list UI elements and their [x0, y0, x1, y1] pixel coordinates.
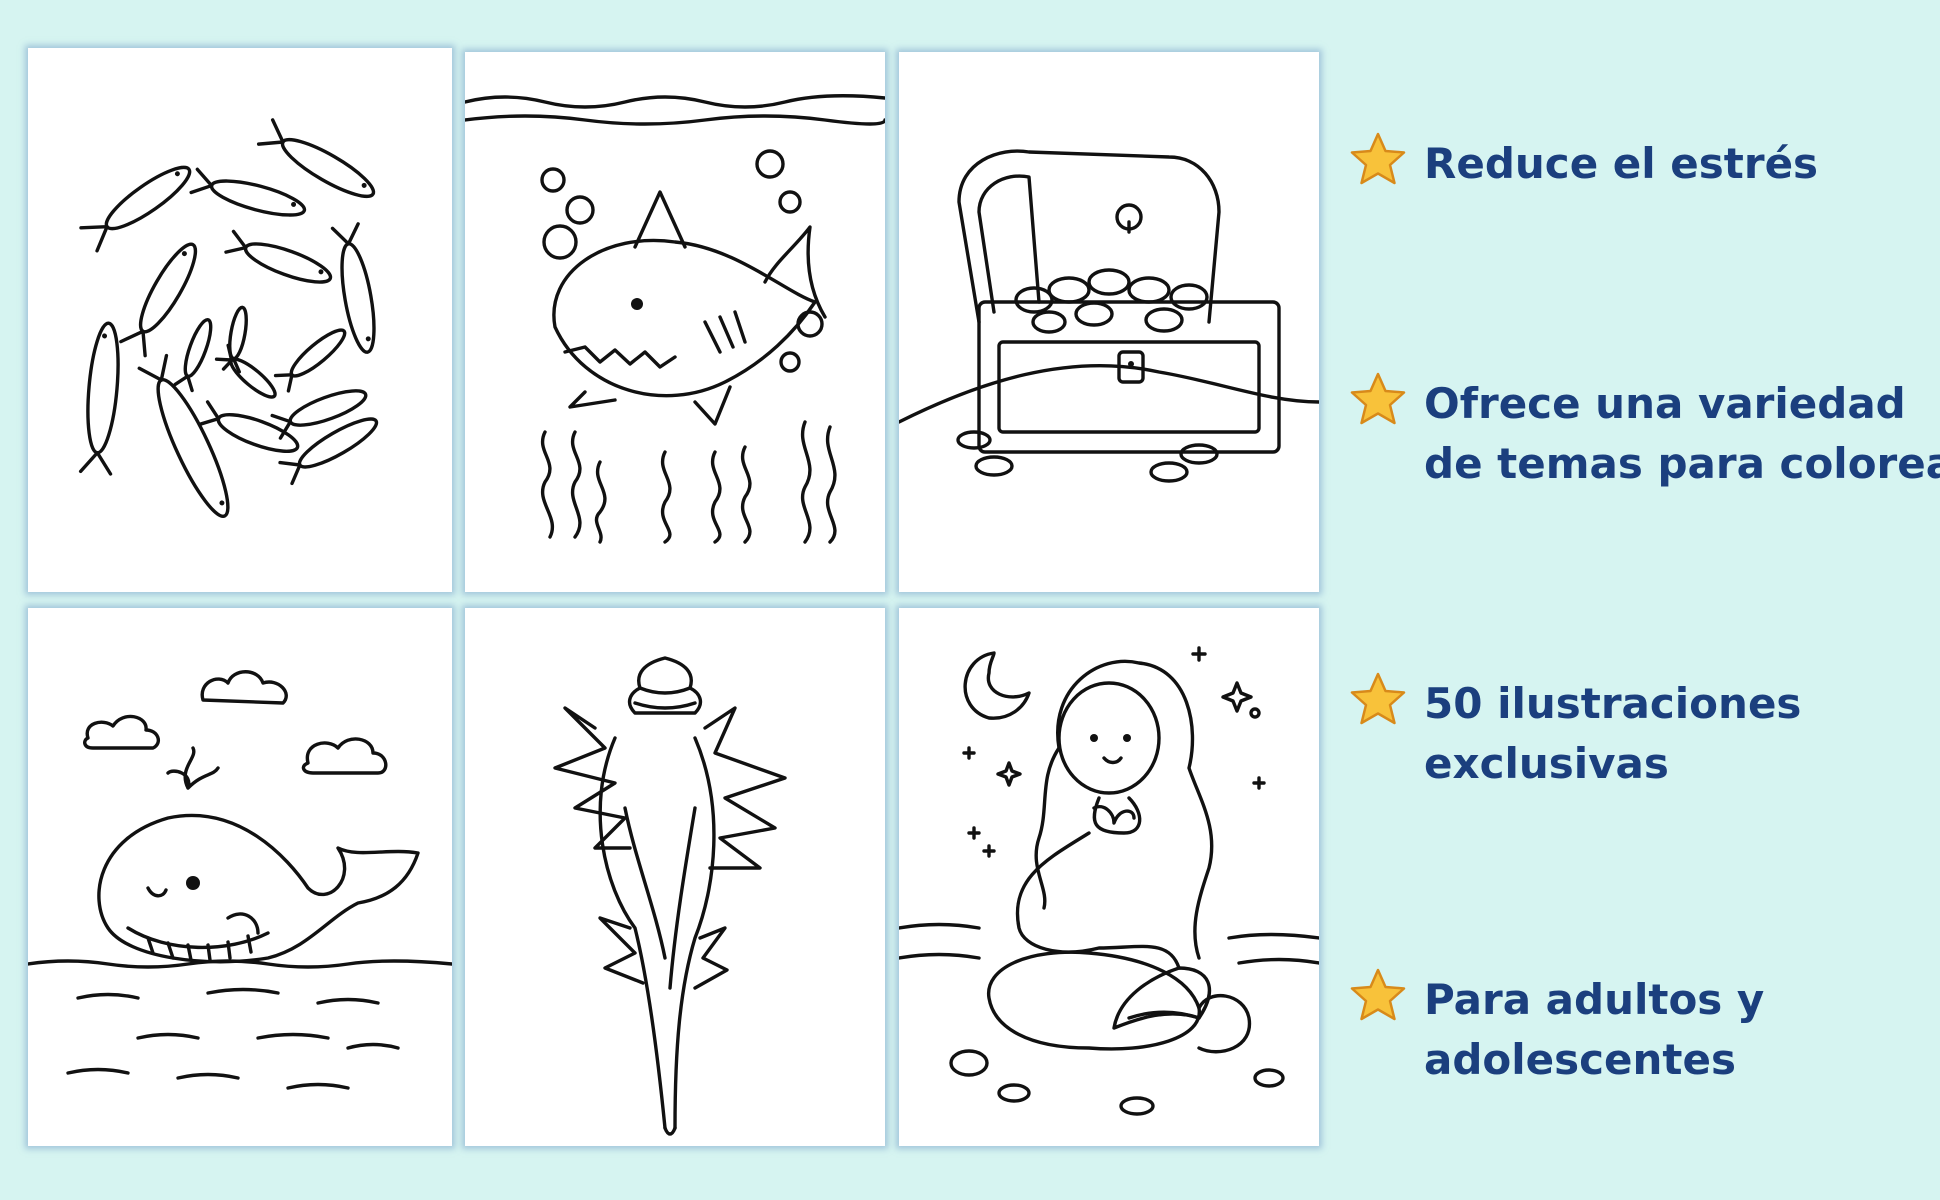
shark-illustration — [465, 94, 885, 544]
mermaid-illustration — [899, 646, 1319, 1116]
star-icon — [1348, 130, 1408, 190]
feature-exclusive-illustrations: 50 ilustraciones exclusivas — [1348, 672, 1802, 794]
feature-audience: Para adultos y adolescentes — [1348, 968, 1765, 1090]
feature-text: 50 ilustraciones exclusivas — [1424, 679, 1802, 788]
feature-theme-variety: Ofrece una variedad de temas para colore… — [1348, 372, 1940, 494]
star-icon — [1348, 966, 1408, 1026]
coloring-page-shark — [465, 52, 885, 592]
seashell-illustration — [553, 656, 787, 1136]
star-icon — [1348, 370, 1408, 430]
feature-text: Reduce el estrés — [1424, 139, 1819, 188]
coloring-page-whale — [28, 608, 452, 1146]
feature-text: Ofrece una variedad de temas para colore… — [1424, 379, 1940, 488]
star-icon — [1348, 670, 1408, 730]
coloring-page-seashell — [465, 608, 885, 1146]
whale-illustration — [28, 670, 452, 1090]
treasure-chest-illustration — [899, 149, 1319, 483]
coloring-page-treasure-chest — [899, 52, 1319, 592]
coloring-page-mermaid — [899, 608, 1319, 1146]
coloring-page-fish-school — [28, 48, 452, 592]
feature-reduce-stress: Reduce el estrés — [1348, 132, 1819, 194]
feature-text: Para adultos y adolescentes — [1424, 975, 1765, 1084]
fish-school-illustration — [78, 118, 379, 519]
